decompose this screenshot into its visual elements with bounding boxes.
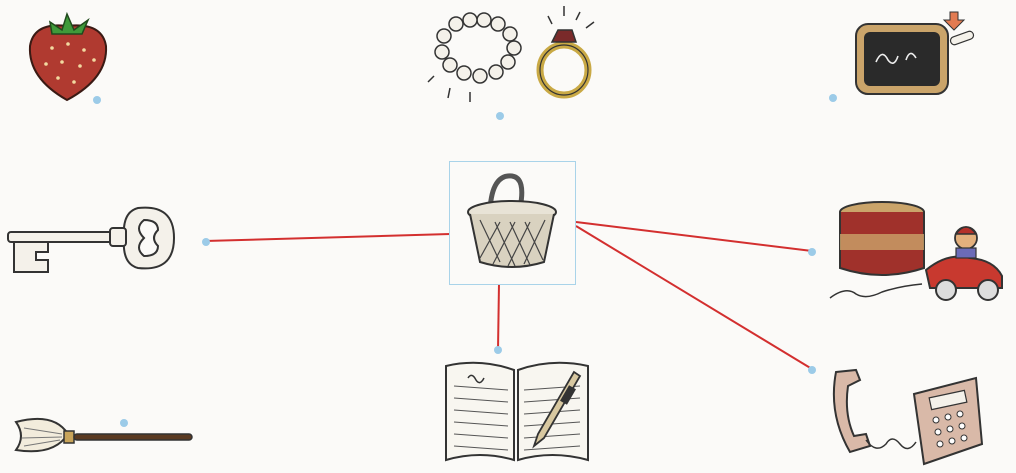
line-basket-to-notebook — [498, 283, 499, 350]
basket-icon — [450, 162, 574, 283]
broom-dot — [120, 419, 128, 427]
key-dot — [202, 238, 210, 246]
strawberry-icon — [22, 8, 112, 109]
necklace-ring-icon — [426, 2, 606, 109]
line-basket-to-key — [205, 234, 450, 241]
telephone-icon — [826, 364, 986, 473]
chalkboard-icon — [850, 4, 980, 105]
necklace-ring-dot — [496, 112, 504, 120]
drum-toy-car-dot — [808, 248, 816, 256]
telephone-dot — [808, 366, 816, 374]
broom-icon — [14, 410, 196, 471]
strawberry-dot — [93, 96, 101, 104]
center-frame — [449, 161, 576, 285]
key-icon — [6, 198, 184, 285]
notebook-pen-dot — [494, 346, 502, 354]
drum-toy-car-icon — [826, 196, 1006, 307]
notebook-pen-icon — [442, 352, 592, 471]
chalkboard-dot — [829, 94, 837, 102]
